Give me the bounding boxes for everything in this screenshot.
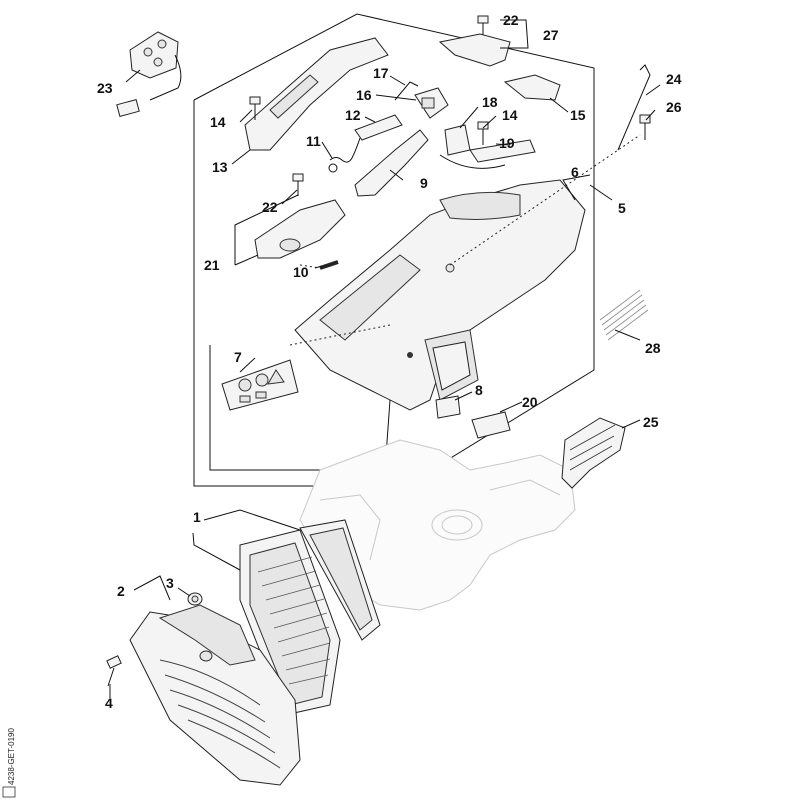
top-cover — [438, 33, 511, 67]
callout-10: 10 — [293, 264, 309, 280]
callout-18: 18 — [482, 94, 498, 110]
callout-1: 1 — [193, 509, 201, 525]
screw-22-left — [292, 173, 304, 196]
callout-24: 24 — [666, 71, 682, 87]
cover-cap — [503, 74, 561, 101]
callout-21: 21 — [204, 257, 220, 273]
callout-17: 17 — [373, 65, 389, 81]
callout-13: 13 — [212, 159, 228, 175]
carrier-plate — [254, 199, 346, 259]
screw-26 — [639, 114, 651, 140]
handle-molding — [244, 37, 389, 151]
throttle-lever — [354, 129, 429, 197]
callout-25: 25 — [643, 414, 659, 430]
callout-28: 28 — [645, 340, 661, 356]
callout-9: 9 — [420, 175, 428, 191]
throttle-rod — [617, 64, 651, 151]
callout-19: 19 — [499, 135, 515, 151]
mesh-screen — [599, 289, 649, 341]
callout-5: 5 — [618, 200, 626, 216]
callout-8: 8 — [475, 382, 483, 398]
screw-22-top — [477, 15, 489, 36]
callout-16: 16 — [356, 87, 372, 103]
callout-20: 20 — [522, 394, 538, 410]
callout-14-right: 14 — [502, 107, 518, 123]
filter-cover — [129, 604, 301, 786]
shroud — [294, 179, 586, 411]
callout-4: 4 — [105, 695, 113, 711]
leader-lines — [109, 19, 661, 698]
connector — [439, 124, 506, 169]
reference-box — [2, 786, 16, 798]
baffle — [561, 417, 626, 489]
callout-11: 11 — [306, 133, 321, 149]
callout-15: 15 — [570, 107, 586, 123]
screw-14-left — [249, 96, 261, 120]
assembly-frame — [193, 13, 595, 487]
callout-26: 26 — [666, 99, 682, 115]
damper — [471, 411, 511, 439]
small-decal — [435, 395, 461, 419]
contact-spring — [394, 81, 419, 101]
callout-23: 23 — [97, 80, 113, 96]
callout-22-left: 22 — [262, 199, 278, 215]
interlock-lever — [354, 114, 403, 141]
callout-6: 6 — [571, 164, 579, 180]
engine-housing-ghost — [299, 439, 576, 611]
callout-3: 3 — [166, 575, 174, 591]
switch-module — [116, 31, 182, 117]
cable-guide — [469, 139, 536, 163]
callout-22-top: 22 — [503, 12, 519, 28]
air-filter — [239, 519, 381, 716]
pin — [319, 260, 339, 270]
spring — [328, 137, 361, 173]
reference-code: 4238-GET-0190 — [7, 728, 16, 785]
screw-14-right — [477, 121, 489, 145]
callout-14-left: 14 — [210, 114, 226, 130]
callout-2: 2 — [117, 583, 125, 599]
callout-7: 7 — [234, 349, 242, 365]
switch — [414, 87, 449, 119]
screw-4 — [106, 655, 122, 687]
callouts: 1 2 3 4 5 6 7 8 9 10 11 12 13 14 14 15 1… — [97, 12, 682, 711]
warning-decal — [221, 359, 299, 411]
callout-12: 12 — [345, 107, 361, 123]
nut — [187, 592, 203, 606]
callout-27: 27 — [543, 27, 559, 43]
